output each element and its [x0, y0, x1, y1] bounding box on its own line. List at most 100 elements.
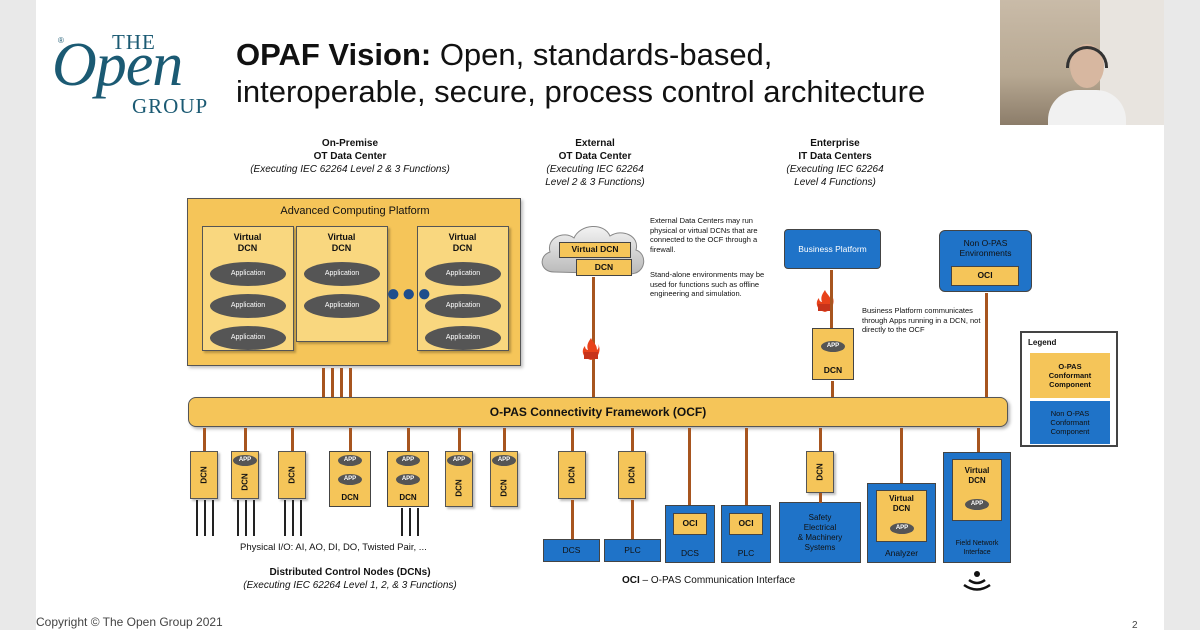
- acp-link-wire: [340, 368, 343, 398]
- safety-link-wire: [819, 493, 822, 503]
- dcn-subtitle: (Executing IEC 62264 Level 1, 2, & 3 Fun…: [243, 580, 457, 591]
- app-pill: APP: [338, 455, 362, 466]
- header-enterprise: Enterprise IT Data Centers (Executing IE…: [775, 137, 895, 189]
- ocf-bar: O-PAS Connectivity Framework (OCF): [188, 397, 1008, 427]
- plc-link-wire: [631, 500, 634, 540]
- external-note-1: External Data Centers may run physical o…: [650, 216, 758, 254]
- acp-link-wire: [331, 368, 334, 398]
- io-wire: [300, 500, 302, 536]
- application-oval: Application: [304, 294, 380, 318]
- logo-open: Open: [52, 31, 183, 99]
- header-onprem-l1: On-Premise: [321, 138, 379, 149]
- app-dcn-link-wire: [831, 381, 834, 398]
- header-external-l4: Level 2 & 3 Functions): [545, 177, 645, 188]
- node-link-wire: [349, 428, 352, 452]
- physical-io-label: Physical I/O: AI, AO, DI, DO, Twisted Pa…: [240, 542, 427, 553]
- external-link-wire: [592, 277, 595, 397]
- node-link-wire: [407, 428, 410, 452]
- node-link-wire: [977, 428, 980, 454]
- firewall-icon: [582, 338, 600, 360]
- title-bold: OPAF Vision:: [236, 37, 432, 72]
- io-wire: [284, 500, 286, 536]
- legend-title: Legend: [1028, 338, 1057, 347]
- header-external-l3: (Executing IEC 62264: [546, 164, 644, 175]
- dcn-node-2apps: APP APP DCN: [387, 451, 429, 507]
- firewall-icon: [816, 290, 834, 312]
- node-link-wire: [688, 428, 691, 506]
- io-wire: [253, 500, 255, 536]
- app-pill: APP: [492, 455, 516, 466]
- header-enterprise-l3: (Executing IEC 62264: [786, 164, 884, 175]
- io-wire: [196, 500, 198, 536]
- io-wire: [237, 500, 239, 536]
- non-opas-oci: OCI: [951, 266, 1019, 286]
- application-oval: Application: [304, 262, 380, 286]
- application-oval: Application: [425, 326, 501, 350]
- dcs-box: DCS: [543, 539, 600, 562]
- title-line1: Open, standards-based,: [431, 37, 773, 72]
- io-wire: [212, 500, 214, 536]
- business-link-wire: [830, 270, 833, 328]
- app-pill: APP: [338, 474, 362, 485]
- node-link-wire: [203, 428, 206, 452]
- node-link-wire: [571, 428, 574, 452]
- header-enterprise-l2: IT Data Centers: [798, 151, 872, 162]
- cloud-virtual-dcn: Virtual DCN: [559, 242, 631, 258]
- node-link-wire: [458, 428, 461, 452]
- header-external-l2: OT Data Center: [558, 151, 632, 162]
- io-wire: [204, 500, 206, 536]
- node-link-wire: [291, 428, 294, 452]
- acp-link-wire: [349, 368, 352, 398]
- logo-the: THE: [112, 30, 156, 54]
- oci-box: OCI: [673, 513, 707, 535]
- dcn-label: DCN: [399, 493, 417, 502]
- dcn-node-app: APP DCN: [231, 451, 259, 499]
- business-note: Business Platform communicates through A…: [862, 306, 981, 334]
- app-pill: APP: [890, 523, 914, 534]
- title-line2: interoperable, secure, process control a…: [236, 74, 926, 109]
- application-oval: Application: [210, 294, 286, 318]
- slide-title: OPAF Vision: Open, standards-based, inte…: [236, 36, 996, 110]
- logo-group: GROUP: [132, 94, 209, 118]
- header-onprem-l2: OT Data Center: [313, 151, 387, 162]
- app-pill: APP: [233, 455, 257, 466]
- dcn-label: DCN: [341, 493, 359, 502]
- dcs-label: DCS: [681, 548, 699, 558]
- presenter-video: [1000, 0, 1164, 125]
- header-external-l1: External: [575, 138, 615, 149]
- header-enterprise-l4: Level 4 Functions): [794, 177, 876, 188]
- node-link-wire: [244, 428, 247, 452]
- dcn-label: DCN: [823, 365, 843, 375]
- business-platform: Business Platform: [784, 229, 881, 269]
- oci-box: OCI: [729, 513, 763, 535]
- app-pill: APP: [965, 499, 989, 510]
- header-external: External OT Data Center (Executing IEC 6…: [535, 137, 655, 189]
- app-pill: APP: [396, 474, 420, 485]
- non-opas-link-wire: [985, 293, 988, 397]
- dcs-link-wire: [571, 500, 574, 540]
- acp-title: Advanced Computing Platform: [280, 205, 430, 217]
- application-oval: Application: [210, 262, 286, 286]
- plc-label: PLC: [737, 548, 755, 558]
- analyzer-label: Analyzer: [884, 548, 919, 558]
- io-wire: [409, 508, 411, 536]
- app-pill: APP: [821, 341, 845, 352]
- copyright: Copyright © The Open Group 2021: [36, 615, 223, 629]
- node-link-wire: [900, 428, 903, 484]
- node-link-wire: [819, 428, 822, 452]
- plc-box: PLC: [604, 539, 661, 562]
- registered-mark: ®: [58, 36, 64, 45]
- dcn-node: DCN: [278, 451, 306, 499]
